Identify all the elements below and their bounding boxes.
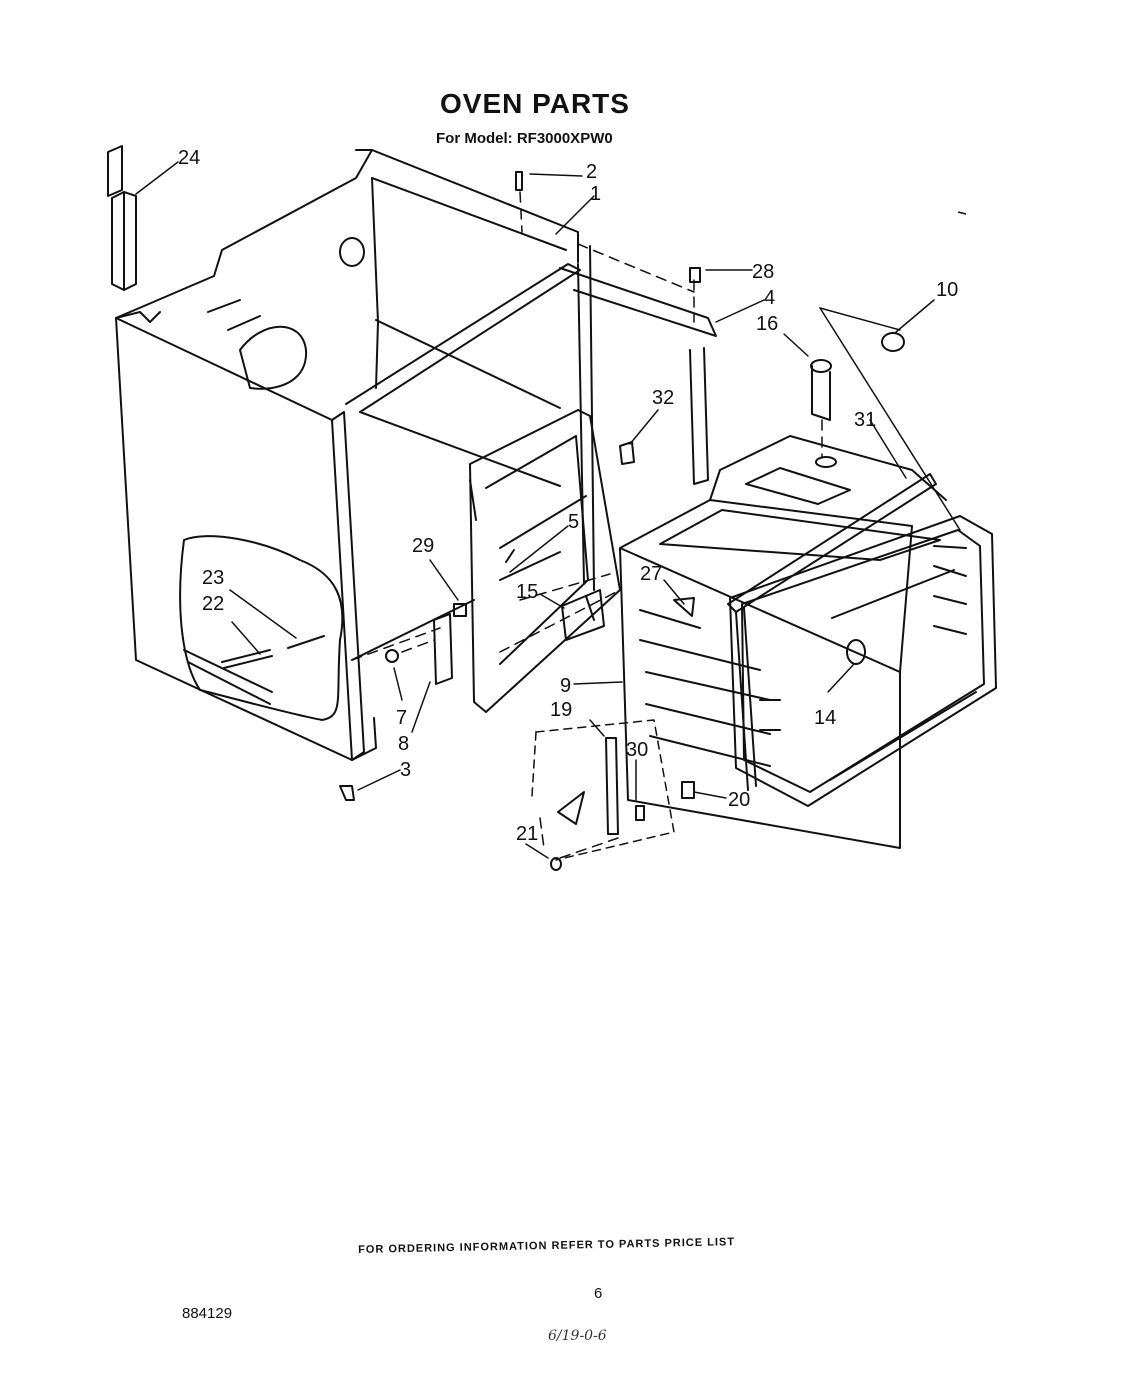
document-id: 884129 xyxy=(182,1305,233,1322)
page-number: 6 xyxy=(594,1285,603,1302)
assembly-lines xyxy=(351,191,823,859)
part-27-latch xyxy=(673,597,695,617)
leader-lines xyxy=(135,161,961,859)
callout-21: 21 xyxy=(516,823,538,845)
callout-28: 28 xyxy=(752,261,774,283)
callout-19: 19 xyxy=(550,699,572,721)
callout-24: 24 xyxy=(178,147,200,169)
callout-labels: 24 2 1 28 4 10 16 32 31 5 29 27 23 22 15… xyxy=(178,147,958,845)
part-2-screw xyxy=(515,171,523,191)
callout-8: 8 xyxy=(398,733,409,755)
part-10-plug xyxy=(881,332,905,352)
part-31-gasket xyxy=(727,473,937,791)
oven-cabinet-body xyxy=(115,149,717,761)
callout-4: 4 xyxy=(764,287,775,309)
callout-9: 9 xyxy=(560,675,571,697)
handwritten-note: 6/19-0-6 xyxy=(548,1328,607,1344)
part-19-link xyxy=(557,791,585,825)
oven-liner xyxy=(619,435,947,849)
part-28-cap xyxy=(689,267,701,283)
part-32-clip xyxy=(619,441,635,465)
callout-7: 7 xyxy=(396,707,407,729)
callout-15: 15 xyxy=(516,581,538,603)
callout-5: 5 xyxy=(568,511,579,533)
part-20-screw xyxy=(681,781,695,799)
part-30-pin xyxy=(635,805,645,821)
model-subtitle: For Model: RF3000XPW0 xyxy=(436,130,613,147)
part-3-leg xyxy=(339,785,355,801)
part-16-vent-tube xyxy=(810,359,832,421)
callout-23: 23 xyxy=(202,567,224,589)
callout-22: 22 xyxy=(202,593,224,615)
part-24-side-strip xyxy=(107,145,137,291)
oven-door-frame xyxy=(729,515,997,807)
callout-2: 2 xyxy=(586,161,597,183)
callout-1: 1 xyxy=(590,183,601,205)
part-7-washer xyxy=(385,649,399,663)
part-15-bracket xyxy=(561,589,605,641)
small-parts xyxy=(339,171,905,871)
callout-20: 20 xyxy=(728,789,750,811)
part-8-hinge xyxy=(433,613,453,685)
part-19-group-box xyxy=(531,719,675,861)
callout-31: 31 xyxy=(854,409,876,431)
part-29-bushing xyxy=(453,603,467,617)
part-14-plug xyxy=(846,639,866,665)
diagram-title: OVEN PARTS xyxy=(440,88,630,119)
callout-27: 27 xyxy=(640,563,662,585)
part-21-ring xyxy=(550,857,562,871)
callout-29: 29 xyxy=(412,535,434,557)
callout-10: 10 xyxy=(936,279,958,301)
part-30-bracket xyxy=(605,737,619,835)
part-22-23-spring xyxy=(221,635,325,669)
callout-32: 32 xyxy=(652,387,674,409)
oven-front-frame xyxy=(469,409,621,713)
callout-14: 14 xyxy=(814,707,836,729)
callout-16: 16 xyxy=(756,313,778,335)
callout-3: 3 xyxy=(400,759,411,781)
callout-30: 30 xyxy=(626,739,648,761)
